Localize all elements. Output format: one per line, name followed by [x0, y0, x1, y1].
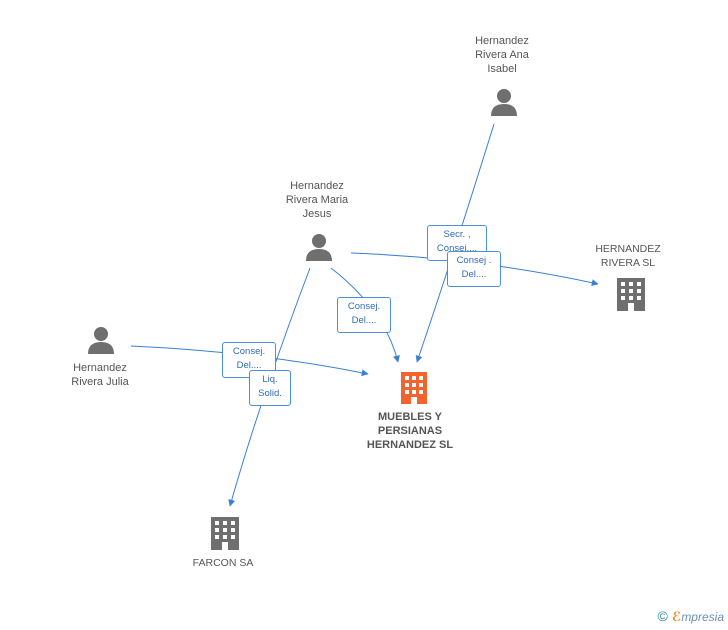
- person-icon-maria[interactable]: [306, 234, 332, 261]
- company-label-farcon[interactable]: FARCON SA: [192, 557, 254, 569]
- edge-label-consej-del-maria-muebles: Consej. Del....: [337, 297, 391, 333]
- person-icon-julia[interactable]: [88, 327, 114, 354]
- copyright-icon: ©: [657, 608, 668, 624]
- person-label-julia[interactable]: Hernandez Rivera Julia: [71, 362, 129, 388]
- brand-text: mpresia: [681, 610, 724, 624]
- empresia-logo[interactable]: ©ℰmpresia: [658, 608, 725, 625]
- company-label-muebles[interactable]: MUEBLES Y PERSIANAS HERNANDEZ SL: [366, 411, 454, 451]
- person-label-maria[interactable]: Hernandez Rivera Maria Jesus: [285, 180, 349, 220]
- edge-label-liq-solid: Liq. Solid.: [249, 370, 291, 406]
- building-icon-muebles[interactable]: [401, 372, 427, 404]
- edge-label-consej-del-hernandez-rivera: Consej . Del....: [447, 251, 501, 287]
- building-icon-hernandez-rivera[interactable]: [617, 278, 645, 311]
- company-label-hernandez-rivera[interactable]: HERNANDEZ RIVERA SL: [595, 243, 661, 269]
- person-icon-ana[interactable]: [491, 89, 517, 116]
- person-label-ana[interactable]: Hernandez Rivera Ana Isabel: [475, 35, 529, 75]
- building-icon-farcon[interactable]: [211, 517, 239, 550]
- brand-e: ℰ: [671, 609, 682, 624]
